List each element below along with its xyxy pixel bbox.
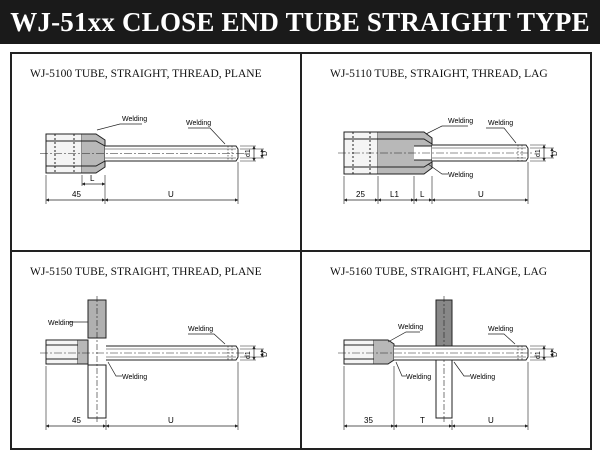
panel-title: WJ-5150 TUBE, STRAIGHT, THREAD, PLANE: [30, 266, 262, 278]
panel-wj-5160: WJ-5160 TUBE, STRAIGHT, FLANGE, LAG: [302, 252, 590, 448]
welding-label: Welding: [398, 324, 423, 331]
dimension-label: d1: [245, 149, 252, 157]
welding-label: Welding: [488, 120, 513, 127]
page-title: WJ-51xx CLOSE END TUBE STRAIGHT TYPE: [0, 0, 600, 44]
panel-title: WJ-5160 TUBE, STRAIGHT, FLANGE, LAG: [330, 266, 548, 278]
dimension-label: U: [478, 190, 484, 199]
dimension-label: U: [168, 416, 174, 425]
panel-title: WJ-5100 TUBE, STRAIGHT, THREAD, PLANE: [30, 68, 262, 80]
dimension-label: L: [420, 190, 425, 199]
dimension-label: d1: [535, 351, 542, 359]
welding-label: Welding: [406, 374, 431, 381]
welding-label: Welding: [48, 320, 73, 327]
dimension-label: d1: [245, 351, 252, 359]
dimension-label: D: [262, 151, 269, 156]
dimension-label: T: [420, 416, 425, 425]
panel-wj-5150: WJ-5150 TUBE, STRAIGHT, THREAD, PLANE: [12, 252, 300, 448]
dimension-label: 45: [72, 416, 81, 425]
welding-label: Welding: [186, 120, 211, 127]
panel-wj-5110: WJ-5110 TUBE, STRAIGHT, THREAD, LAG: [302, 54, 590, 250]
dimension-label: D: [552, 151, 559, 156]
dimension-label: L1: [390, 190, 399, 199]
welding-label: Welding: [122, 374, 147, 381]
dimension-label: 25: [356, 190, 365, 199]
dimension-label: U: [168, 190, 174, 199]
dimension-label: d1: [535, 149, 542, 157]
drawing-wj-5100: Welding Welding 45 L U d1 D: [40, 116, 269, 204]
welding-label: Welding: [448, 118, 473, 125]
welding-label: Welding: [122, 116, 147, 123]
dimension-label: L: [90, 174, 95, 183]
dimension-label: U: [488, 416, 494, 425]
welding-label: Welding: [448, 172, 473, 179]
panel-title: WJ-5110 TUBE, STRAIGHT, THREAD, LAG: [330, 68, 548, 80]
welding-label: Welding: [188, 326, 213, 333]
drawing-wj-5110: Welding Welding Welding 25 L1 L U d1 D: [338, 118, 559, 204]
dimension-label: 35: [364, 416, 373, 425]
drawing-wj-5150: Welding Welding Welding 45 U d1 D: [40, 296, 269, 430]
dimension-label: D: [552, 352, 559, 357]
dimension-label: D: [262, 352, 269, 357]
horizontal-divider: [10, 250, 592, 252]
drawing-wj-5160: Welding Welding Welding Welding 35 T U d…: [338, 296, 559, 430]
dimension-label: 45: [72, 190, 81, 199]
panel-wj-5100: WJ-5100 TUBE, STRAIGHT, THREAD, PLANE: [12, 54, 300, 250]
welding-label: Welding: [488, 326, 513, 333]
welding-label: Welding: [470, 374, 495, 381]
